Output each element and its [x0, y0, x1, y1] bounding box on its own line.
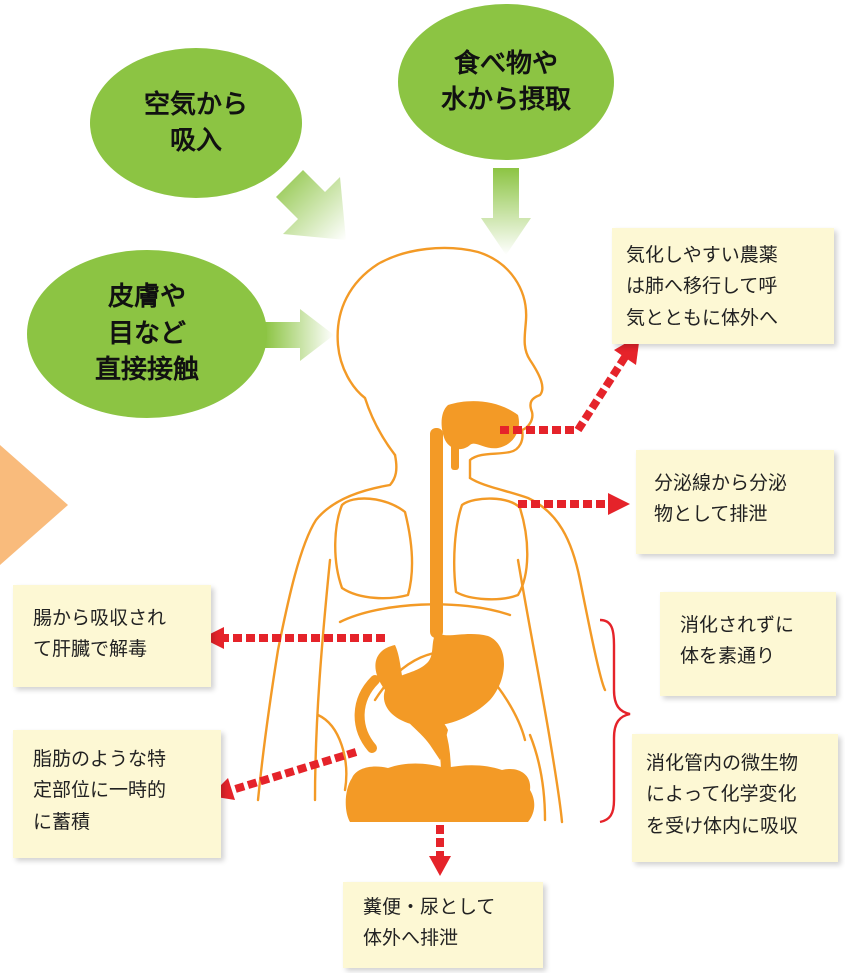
liver-note: 腸から吸収され て肝臓で解毒 — [13, 585, 211, 687]
skin-contact-line-3: 直接接触 — [94, 355, 199, 386]
liver-arrowhead-icon — [202, 627, 224, 649]
skin-contact-line-2: 目など — [107, 318, 186, 349]
exhale-line-3: 気とともに体外へ — [626, 306, 779, 329]
fat-line-2: 定部位に一時的 — [33, 779, 167, 802]
red-brace — [599, 618, 631, 824]
skin-arrow-icon — [265, 309, 334, 361]
esophagus-shape — [430, 428, 443, 638]
gland-arrowhead-icon — [608, 493, 630, 515]
gland-line-2: 物として排泄 — [654, 503, 768, 526]
duodenum-shape — [375, 645, 448, 760]
fat-line-3: に蓄積 — [33, 810, 91, 833]
air-intake-bubble: 空気から 吸入 — [90, 48, 302, 198]
excrete-arrowhead-icon — [429, 856, 451, 876]
skin-contact-line-1: 皮膚や — [107, 282, 186, 313]
microbe-line-2: によって化学変化 — [646, 783, 797, 806]
fat-line-1: 脂肪のような特 — [33, 748, 167, 770]
air-arrow-icon — [276, 170, 346, 240]
food-intake-line-1: 食べ物や — [453, 48, 558, 79]
fat-note: 脂肪のような特 定部位に一時的 に蓄積 — [13, 730, 221, 858]
liver-line-1: 腸から吸収され — [33, 607, 167, 629]
food-intake-bubble: 食べ物や 水から摂取 — [398, 4, 614, 160]
gland-note: 分泌線から分泌 物として排泄 — [636, 450, 834, 554]
air-intake-line-1: 空気から — [143, 89, 248, 120]
mouth-shape — [441, 401, 520, 450]
skin-contact-bubble: 皮膚や 目など 直接接触 — [27, 250, 267, 418]
passthrough-note: 消化されずに 体を素通り — [660, 592, 836, 696]
exhale-arrow — [500, 354, 629, 434]
microbe-line-3: を受け体内に吸収 — [646, 814, 799, 837]
microbe-note: 消化管内の微生物 によって化学変化 を受け体内に吸収 — [632, 734, 838, 862]
red-dashed-arrows — [222, 354, 629, 858]
exhale-line-2: は肺へ移行して呼 — [626, 275, 778, 298]
food-intake-line-2: 水から摂取 — [440, 85, 571, 115]
side-triangle-icon — [0, 445, 68, 565]
liver-line-2: て肝臓で解毒 — [33, 638, 148, 661]
fat-arrow — [230, 748, 358, 794]
food-arrow-icon — [481, 168, 531, 255]
air-intake-line-2: 吸入 — [169, 126, 222, 156]
intestine-shape — [345, 763, 535, 822]
passthrough-line-2: 体を素通り — [680, 645, 776, 668]
gland-line-1: 分泌線から分泌 — [654, 472, 788, 494]
passthrough-line-1: 消化されずに — [680, 614, 795, 636]
exhale-line-1: 気化しやすい農薬 — [626, 244, 778, 266]
exhale-note: 気化しやすい農薬 は肺へ移行して呼 気とともに体外へ — [612, 228, 834, 344]
digestive-tract — [345, 401, 535, 822]
excrete-line-1: 糞便・尿として — [363, 896, 496, 918]
excrete-line-2: 体外へ排泄 — [363, 927, 459, 950]
microbe-line-1: 消化管内の微生物 — [646, 752, 799, 774]
excrete-note: 糞便・尿として 体外へ排泄 — [343, 882, 543, 968]
